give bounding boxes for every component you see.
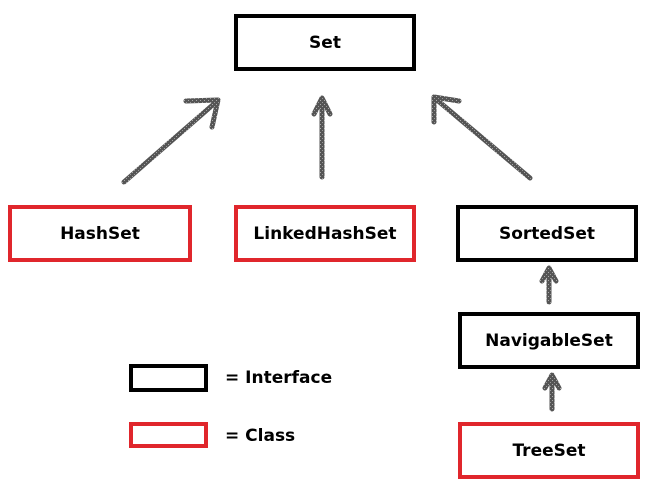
legend-interface-label: = Interface — [225, 368, 333, 388]
arrow-linkedhashset-to-set — [311, 95, 333, 180]
legend-interface-swatch — [129, 364, 208, 392]
linkedhashset-node: LinkedHashSet — [234, 205, 416, 262]
linkedhashset-label: LinkedHashSet — [253, 223, 397, 244]
navigableset-node: NavigableSet — [458, 312, 640, 369]
arrow-navigableset-to-sortedset — [539, 265, 559, 305]
arrow-treeset-to-navigableset — [542, 372, 562, 412]
hashset-label: HashSet — [60, 223, 140, 244]
legend-class-swatch — [129, 422, 208, 448]
arrow-sortedset-to-set — [431, 94, 533, 181]
treeset-node: TreeSet — [458, 422, 640, 479]
sortedset-node: SortedSet — [456, 205, 638, 262]
set-label: Set — [309, 32, 341, 53]
legend-class-label: = Class — [225, 426, 296, 446]
arrow-hashset-to-set — [121, 97, 221, 185]
sortedset-label: SortedSet — [498, 223, 596, 244]
set-node: Set — [234, 14, 416, 71]
treeset-label: TreeSet — [512, 440, 586, 461]
hashset-node: HashSet — [8, 205, 192, 262]
navigableset-label: NavigableSet — [485, 330, 613, 351]
